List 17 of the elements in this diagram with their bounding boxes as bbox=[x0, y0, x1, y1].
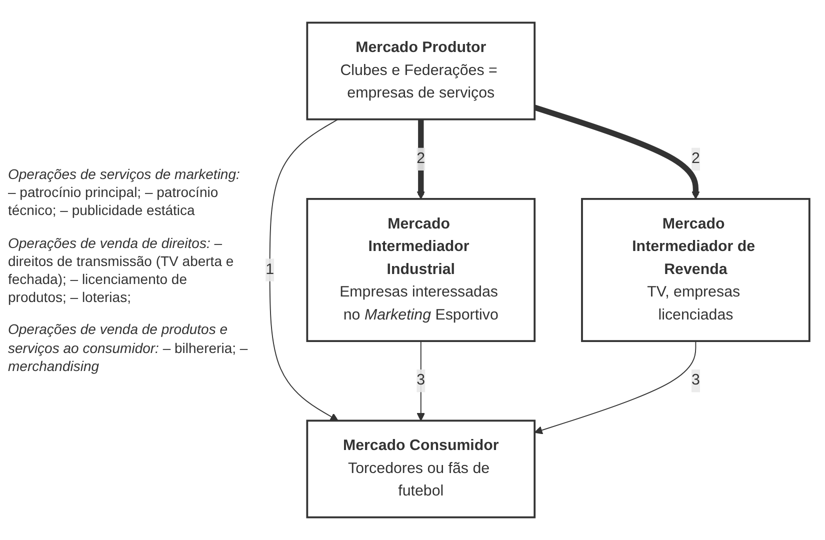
edge-label: 3 bbox=[691, 372, 700, 388]
arrow bbox=[416, 340, 426, 422]
arrow bbox=[534, 104, 700, 200]
edge-label: 2 bbox=[691, 150, 700, 167]
edge-label: 3 bbox=[416, 372, 426, 388]
node-box: Mercado Produtor Clubes e Federações = empresas de serviços bbox=[306, 22, 536, 120]
arrow bbox=[534, 340, 696, 434]
arrow bbox=[269, 118, 339, 422]
annotation-text: Operações de serviços de marketing: – patrocínio principal; – patrocínio técnico; – publicidade estática bbox=[8, 165, 241, 220]
node-box: Mercado Intermediador Industrial Empresas interessadas no Marketing Esportivo bbox=[306, 198, 536, 342]
arrow bbox=[416, 119, 426, 200]
edge-label: 2 bbox=[416, 150, 426, 167]
node-box: Mercado Consumidor Torcedores ou fãs de futebol bbox=[306, 420, 536, 518]
annotation-text: Operações de venda de direitos: – direitos de transmissão (TV aberta e fechada); – licenciamento de produtos; – loterias; bbox=[8, 234, 235, 306]
node-box: Mercado Intermediador de Revenda TV, empresas licenciadas bbox=[581, 198, 810, 342]
annotation-text: Operações de venda de produtos e serviços ao consumidor: – bilhereria; – merchandising bbox=[8, 320, 248, 375]
edge-label: 1 bbox=[266, 261, 274, 278]
